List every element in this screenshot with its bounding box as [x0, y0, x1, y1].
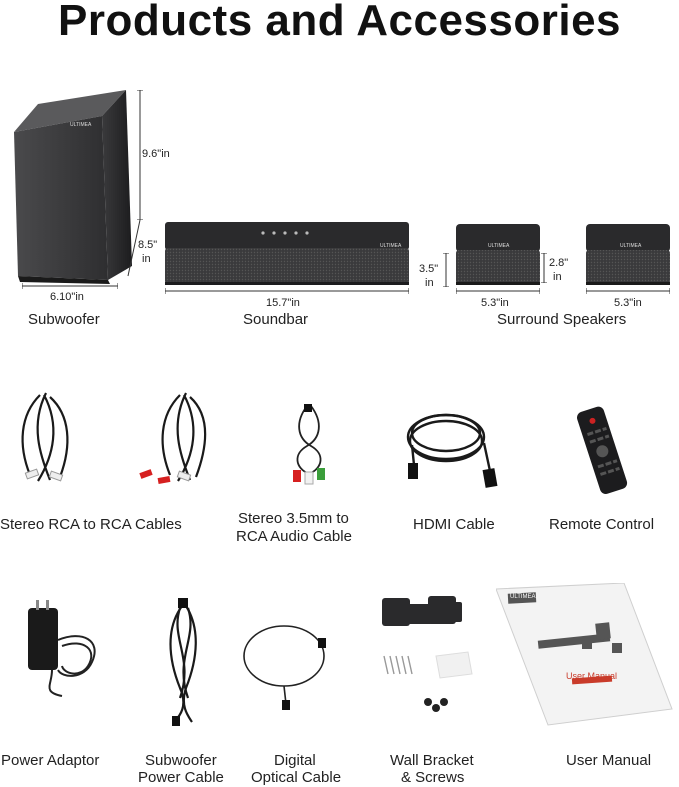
rca-cables-label: Stereo RCA to RCA Cables [0, 516, 182, 533]
surround-width-left-label: 5.3"in [481, 297, 509, 309]
remote-control-label: Remote Control [549, 516, 655, 533]
user-manual-cover-title: User Manual [566, 671, 618, 681]
surround-speakers-label: Surround Speakers [497, 311, 627, 328]
optical-cable-image [240, 614, 332, 710]
surround-width-right-line [586, 288, 670, 294]
subwoofer-height-line [137, 90, 143, 220]
soundbar-label: Soundbar [243, 311, 309, 328]
soundbar-image [163, 218, 411, 288]
subwoofer-depth-unit: in [142, 253, 151, 265]
surround-height-right-line [541, 253, 547, 283]
wall-bracket-label-2: & Screws [401, 769, 465, 786]
optical-cable-label-2: Optical Cable [251, 769, 342, 786]
subwoofer-brand-logo: ULTIMEA [70, 122, 92, 128]
surround-width-left-line [456, 288, 540, 294]
aux-rca-cable-image [285, 402, 335, 488]
wall-bracket-image [378, 590, 488, 720]
surround-height-left-unit: in [425, 277, 434, 289]
subwoofer-power-cable-label-2: Power Cable [138, 769, 224, 786]
soundbar-brand-logo: ULTIMEA [380, 243, 402, 249]
surround-left-brand-logo: ULTIMEA [488, 243, 510, 249]
aux-rca-cable-label-2: RCA Audio Cable [236, 528, 352, 545]
page-title: Products and Accessories [57, 0, 622, 45]
soundbar-width-label: 15.7"in [266, 297, 300, 309]
power-adaptor-label: Power Adaptor [1, 752, 100, 769]
optical-cable-label-1: Digital [274, 752, 316, 769]
aux-rca-cable-label-1: Stereo 3.5mm to [238, 510, 349, 527]
hdmi-cable-label: HDMI Cable [413, 516, 495, 533]
surround-right-brand-logo: ULTIMEA [620, 243, 642, 249]
subwoofer-power-cable-image [160, 598, 206, 728]
surround-height-left-label: 3.5" [419, 263, 439, 275]
subwoofer-label: Subwoofer [28, 311, 100, 328]
subwoofer-width-line [22, 283, 118, 289]
user-manual-label: User Manual [566, 752, 652, 769]
subwoofer-height-label: 9.6"in [142, 148, 170, 160]
power-adaptor-image [22, 600, 106, 700]
user-manual-brand-logo: ULTIMEA [510, 594, 536, 600]
remote-control-image [568, 405, 638, 495]
wall-bracket-label-1: Wall Bracket [390, 752, 474, 769]
subwoofer-depth-label: 8.5" [138, 239, 158, 251]
surround-height-right-label: 2.8" [549, 257, 569, 269]
rca-cables-image [10, 385, 210, 495]
soundbar-width-line [165, 288, 409, 294]
surround-height-right-unit: in [553, 271, 562, 283]
user-manual-image [496, 583, 674, 729]
subwoofer-power-cable-label-1: Subwoofer [145, 752, 217, 769]
surround-width-right-label: 5.3"in [614, 297, 642, 309]
subwoofer-image [8, 86, 138, 286]
surround-speaker-right-image [584, 222, 672, 288]
surround-speaker-left-image [454, 222, 542, 288]
subwoofer-depth-line [124, 218, 144, 280]
subwoofer-width-label: 6.10"in [50, 291, 84, 303]
hdmi-cable-image [402, 403, 498, 495]
surround-height-left-line [443, 253, 449, 287]
